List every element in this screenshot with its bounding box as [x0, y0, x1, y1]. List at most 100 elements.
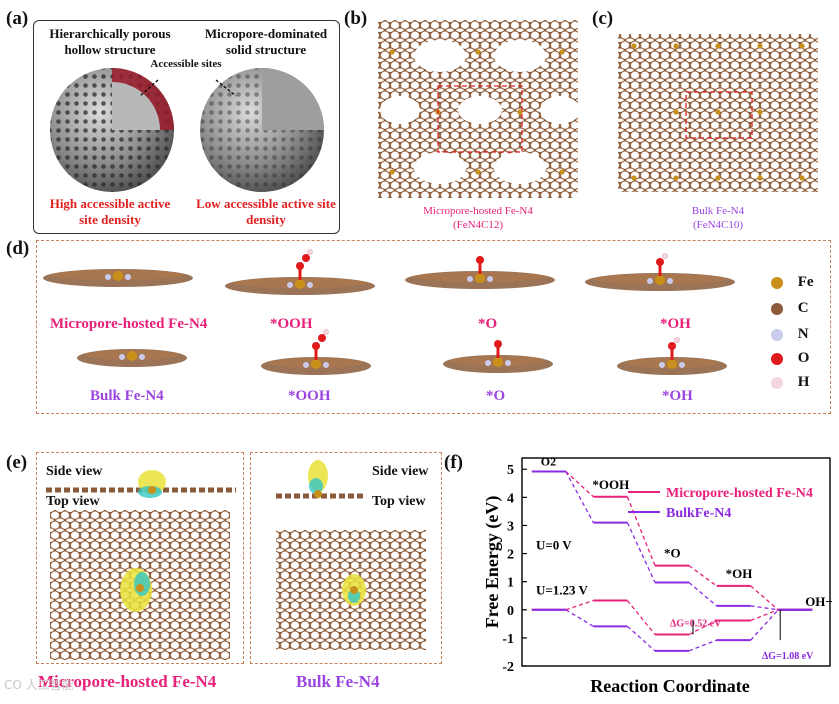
annotation-ooh: *OOH: [592, 477, 629, 492]
panel-a-left-caption: High accessible active site density: [49, 196, 171, 227]
d-row1-label-2: *O: [478, 316, 498, 332]
panel-d-label: (d): [6, 238, 30, 259]
panel-f-label: (f): [444, 452, 463, 473]
connector-1-2: [688, 582, 718, 607]
o-atom-icon: [771, 352, 783, 365]
panel-c-caption-text: Bulk Fe-N4: [691, 205, 745, 217]
connector-3-2: [688, 639, 717, 652]
e-right-top-view: Top view: [372, 494, 426, 509]
y-tick-label-6: 4: [507, 491, 514, 506]
y-tick-label-1: -1: [502, 632, 514, 647]
micropore-lattice-illustration: [378, 20, 580, 198]
connector-0-0: [565, 471, 594, 498]
d-structure-7: [617, 337, 727, 375]
d-structure-3: [585, 253, 735, 291]
panel-b-label: (b): [344, 8, 368, 29]
fe-atom-icon: [771, 276, 783, 289]
connector-0-1: [626, 496, 656, 566]
connector-1-0: [565, 471, 594, 523]
panel-e-label: (e): [6, 452, 28, 473]
panel-b-caption-text: Micropore-hosted Fe-N4: [423, 205, 533, 217]
e-left-top-view: Top view: [46, 494, 100, 509]
charge-density-top-right: [276, 530, 426, 650]
d-structure-2: [405, 256, 555, 289]
d-structure-4: [77, 349, 187, 367]
y-tick-label-5: 3: [507, 519, 514, 534]
d-row1-label-3: *OH: [660, 316, 691, 332]
y-tick-label-7: 5: [507, 463, 514, 478]
solid-sphere-illustration: [200, 68, 324, 192]
d-row2-label-1: *OOH: [288, 388, 331, 404]
annotation-o2: O2: [541, 454, 556, 468]
d-structure-5: [261, 329, 371, 375]
e-left-side-view: Side view: [46, 464, 103, 479]
connector-3-1: [626, 625, 656, 652]
e-right-side-view: Side view: [372, 464, 429, 479]
n-atom-icon: [771, 328, 783, 341]
connector-3-0: [565, 609, 594, 627]
y-axis-label: Free Energy (eV): [482, 496, 503, 629]
h-atom-icon: [771, 376, 783, 389]
legend-label-1: BulkFe-N4: [666, 506, 731, 521]
panel-c-caption: Bulk Fe-N4 (FeN4C10): [638, 204, 798, 232]
d-row1-label-1: *OOH: [270, 316, 313, 332]
d-row2-label-2: *O: [486, 388, 506, 404]
annotation-ohminus: OH−: [805, 594, 833, 609]
y-tick-label-0: -2: [502, 660, 514, 675]
y-tick-label-4: 2: [507, 548, 514, 563]
connector-2-1: [626, 600, 656, 635]
panel-c-formula: (FeN4C10): [692, 219, 744, 231]
annotation-oh: *OH: [726, 566, 753, 581]
legend-c-label: C: [797, 300, 809, 316]
legend-c: C: [770, 300, 809, 317]
legend-o-label: O: [797, 350, 810, 366]
connector-2-3: [750, 609, 779, 622]
bulk-lattice-illustration: [618, 34, 818, 192]
annotation-dg1: ΔG=0.52 eV: [670, 619, 722, 630]
series-3: [531, 608, 813, 652]
d-structure-0: [43, 269, 193, 287]
panel-b-caption: Micropore-hosted Fe-N4 (FeN4C12): [378, 204, 578, 232]
e-left-caption: Micropore-hosted Fe-N4: [38, 672, 217, 691]
d-row2-label-0: Bulk Fe-N4: [90, 388, 164, 404]
panel-c-label: (c): [592, 8, 614, 29]
panel-a-right-title: Micropore-dominated solid structure: [204, 26, 328, 57]
panel-e-left-frame: [36, 452, 244, 664]
annotation-u0: U=0 V: [536, 537, 572, 552]
charge-density-top-left: [50, 510, 230, 660]
plot-frame: [521, 457, 831, 667]
legend-fe: Fe: [770, 274, 814, 291]
x-axis-label: Reaction Coordinate: [590, 676, 749, 696]
d-structure-6: [443, 340, 553, 373]
annotation-o: *O: [664, 546, 681, 561]
d-row1-label-0: Micropore-hosted Fe-N4: [50, 316, 208, 332]
adsorbate-structures: [43, 249, 735, 375]
legend-n-label: N: [797, 326, 809, 342]
connector-0-3: [750, 585, 779, 611]
legend-n: N: [770, 326, 809, 343]
annotation-dg2: ΔG=1.08 eV: [762, 651, 814, 662]
connector-1-3: [750, 605, 779, 611]
charge-density-side-left: [46, 470, 236, 498]
legend-fe-label: Fe: [797, 274, 814, 290]
accessible-sites-arrows: [139, 79, 237, 97]
panel-a-sites-label: Accessible sites: [150, 58, 222, 70]
connector-1-1: [626, 522, 656, 583]
connector-2-0: [565, 599, 594, 611]
charge-density-side-right: [276, 460, 366, 499]
panel-e-right-frame: [250, 452, 442, 664]
y-tick-label-3: 1: [507, 576, 514, 591]
panel-b-formula: (FeN4C12): [452, 219, 504, 231]
hollow-sphere-illustration: [50, 68, 174, 192]
panel-a-label: (a): [6, 8, 29, 29]
c-atom-icon: [771, 302, 783, 315]
annotation-u123: U=1.23 V: [536, 582, 589, 597]
panel-a-left-title: Hierarchically porous hollow structure: [49, 26, 171, 57]
connector-2-2: [688, 619, 717, 636]
watermark: CO 人工智能: [4, 678, 74, 692]
legend-label-0: Micropore-hosted Fe-N4: [666, 486, 813, 501]
connector-3-3: [750, 609, 779, 641]
connector-0-2: [688, 565, 717, 587]
